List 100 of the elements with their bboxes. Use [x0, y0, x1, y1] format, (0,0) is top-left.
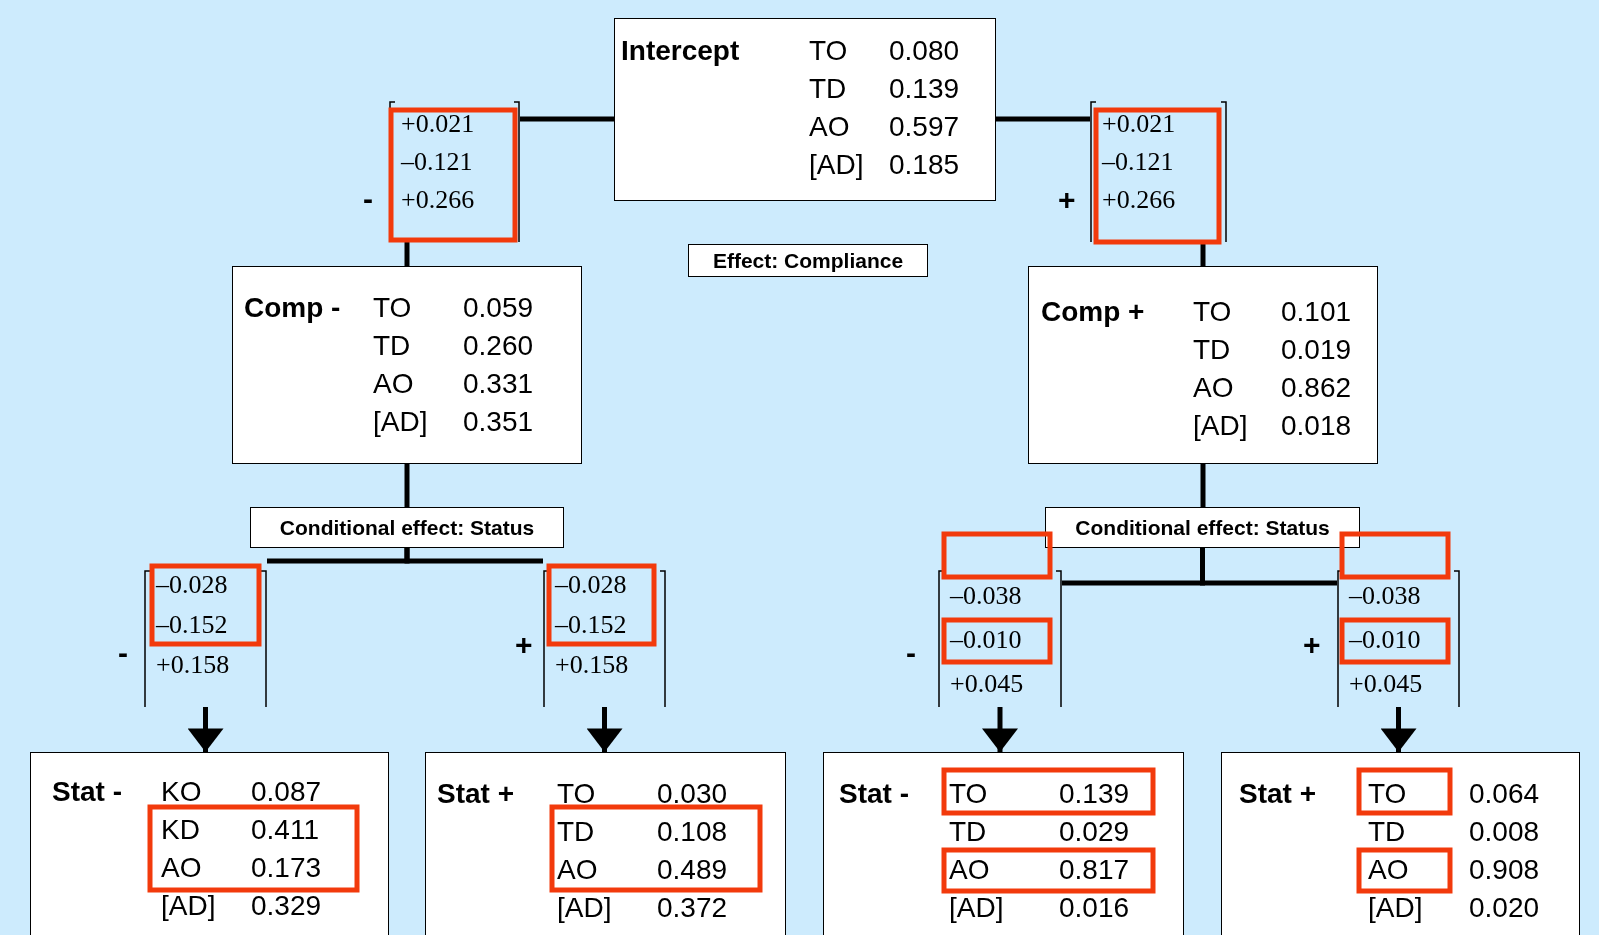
- probability-value: 0.030: [657, 778, 728, 810]
- box-heading: Stat +: [1239, 778, 1317, 810]
- effect-label-box: Conditional effect: Status: [250, 507, 564, 548]
- level-sign: -: [118, 637, 128, 669]
- outcome-label: TD: [1193, 334, 1231, 366]
- coefficient-value: –0.152: [156, 609, 228, 641]
- outcome-label: TD: [557, 816, 595, 848]
- connector-line: [404, 548, 543, 564]
- outcome-label: AO: [1368, 854, 1409, 886]
- outcome-label: TO: [373, 292, 412, 324]
- outcome-label: TO: [949, 778, 988, 810]
- probability-value: 0.817: [1059, 854, 1130, 886]
- arrow: [982, 707, 1018, 752]
- outcome-label: [AD]: [1368, 892, 1423, 924]
- arrow: [187, 707, 224, 752]
- outcome-label: TO: [1368, 778, 1407, 810]
- arrow: [586, 707, 623, 752]
- coefficient-value: +0.045: [1349, 668, 1423, 700]
- outcome-label: [AD]: [949, 892, 1004, 924]
- level-sign: -: [363, 183, 373, 215]
- probability-value: 0.008: [1469, 816, 1540, 848]
- effect-label-box: Effect: Compliance: [688, 244, 928, 277]
- outcome-label: KO: [161, 776, 202, 808]
- probability-value: 0.019: [1281, 334, 1352, 366]
- box-heading: Comp +: [1041, 296, 1145, 328]
- result-box: [425, 752, 786, 935]
- result-box: [1221, 752, 1580, 935]
- coefficient-value: +0.158: [156, 649, 230, 681]
- coefficient-value: +0.158: [555, 649, 629, 681]
- connector-line: [520, 116, 614, 122]
- probability-value: 0.862: [1281, 372, 1352, 404]
- result-box: [823, 752, 1184, 935]
- arrow: [1380, 707, 1417, 752]
- box-heading: Stat -: [52, 776, 122, 808]
- level-sign: +: [1058, 184, 1076, 216]
- box-heading: Intercept: [621, 35, 740, 67]
- probability-value: 0.489: [657, 854, 728, 886]
- probability-value: 0.064: [1469, 778, 1540, 810]
- level-sign: +: [1303, 629, 1321, 661]
- result-box: [614, 18, 996, 201]
- outcome-label: AO: [557, 854, 598, 886]
- probability-value: 0.018: [1281, 410, 1352, 442]
- coefficient-value: –0.028: [156, 569, 228, 601]
- outcome-label: TO: [557, 778, 596, 810]
- outcome-label: TD: [373, 330, 411, 362]
- effect-label-box: Conditional effect: Status: [1045, 507, 1360, 548]
- coefficient-value: –0.010: [1349, 624, 1421, 656]
- probability-value: 0.087: [251, 776, 322, 808]
- coefficient-value: +0.045: [950, 668, 1024, 700]
- outcome-label: [AD]: [373, 406, 428, 438]
- connector-line: [1200, 464, 1206, 507]
- outcome-label: AO: [373, 368, 414, 400]
- coefficient-value: –0.010: [950, 624, 1022, 656]
- probability-value: 0.351: [463, 406, 534, 438]
- probability-value: 0.029: [1059, 816, 1130, 848]
- coefficient-value: –0.038: [950, 580, 1022, 612]
- result-box: [232, 266, 582, 464]
- box-heading: Comp -: [244, 292, 341, 324]
- outcome-label: AO: [949, 854, 990, 886]
- outcome-label: [AD]: [557, 892, 612, 924]
- coefficient-value: –0.121: [1102, 146, 1174, 178]
- outcome-label: AO: [161, 852, 202, 884]
- connector-line: [404, 242, 410, 266]
- probability-value: 0.059: [463, 292, 534, 324]
- result-box: [1028, 266, 1378, 464]
- result-box: [30, 752, 389, 935]
- probability-value: 0.185: [889, 149, 960, 181]
- outcome-label: TD: [949, 816, 987, 848]
- probability-value: 0.372: [657, 892, 728, 924]
- box-heading: Stat +: [437, 778, 515, 810]
- outcome-label: TD: [809, 73, 847, 105]
- probability-value: 0.139: [1059, 778, 1130, 810]
- probability-value: 0.908: [1469, 854, 1540, 886]
- probability-value: 0.020: [1469, 892, 1540, 924]
- coefficient-value: +0.021: [1102, 108, 1176, 140]
- connector-line: [996, 116, 1090, 122]
- outcome-label: AO: [809, 111, 850, 143]
- connector-line: [1200, 548, 1337, 586]
- outcome-label: AO: [1193, 372, 1234, 404]
- outcome-label: TO: [1193, 296, 1232, 328]
- probability-value: 0.260: [463, 330, 534, 362]
- probability-value: 0.597: [889, 111, 960, 143]
- probability-value: 0.108: [657, 816, 728, 848]
- outcome-label: TD: [1368, 816, 1406, 848]
- outcome-label: KD: [161, 814, 200, 846]
- outcome-label: [AD]: [809, 149, 864, 181]
- box-heading: Stat -: [839, 778, 909, 810]
- coefficient-value: +0.266: [401, 184, 475, 216]
- probability-value: 0.101: [1281, 296, 1352, 328]
- coefficient-value: +0.021: [401, 108, 475, 140]
- outcome-label: [AD]: [161, 890, 216, 922]
- outcome-label: [AD]: [1193, 410, 1248, 442]
- level-sign: -: [906, 637, 916, 669]
- coefficient-value: –0.121: [401, 146, 473, 178]
- probability-value: 0.329: [251, 890, 322, 922]
- level-sign: +: [515, 629, 533, 661]
- probability-value: 0.331: [463, 368, 534, 400]
- connector-line: [404, 464, 410, 507]
- probability-value: 0.016: [1059, 892, 1130, 924]
- connector-line: [1200, 242, 1206, 266]
